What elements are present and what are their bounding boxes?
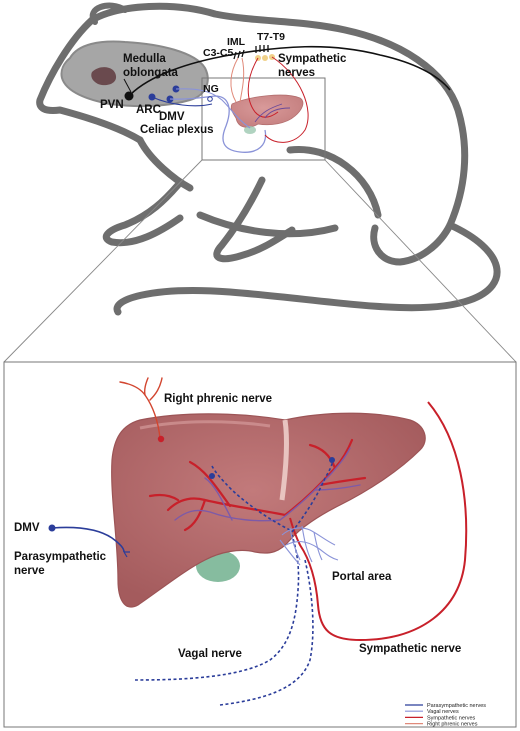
sympathetic-nerve-path [247,57,279,118]
mouse-chest [136,136,194,192]
sympathetic-ganglion [262,55,268,61]
mouse-body [36,2,469,266]
dmv-node [48,524,56,532]
parasympathetic-terminal [123,551,130,558]
sympathetic-nerve-path [264,56,309,143]
medulla-pointer [123,78,132,93]
zoom-projection [3,159,517,363]
vagal-nerve [134,459,334,706]
label-sympathetic-nerve: Sympathetic nerve [359,643,461,655]
mouse-illustration [36,2,501,316]
mouse-eye [91,67,117,86]
vagal-terminal [209,473,215,479]
mouse-tail [113,221,501,316]
bottom-labels: Right phrenic nerve DMV Parasympathetic … [14,393,461,660]
label-medulla-2: oblongata [123,67,179,79]
mouse-belly [196,211,339,238]
liver-highlight [139,420,271,430]
label-parasympathetic-1: Parasympathetic [14,551,107,563]
ng-node [207,96,213,102]
mouse-thigh [286,145,382,219]
label-vagal-nerve: Vagal nerve [178,648,242,660]
legend-label: Parasympathetic nerves [427,703,486,709]
spinal-cord [129,45,451,96]
small-liver [230,94,304,128]
falciform-ligament [279,419,289,501]
mouse-hind-leg [213,176,296,263]
label-iml: IML [227,36,246,48]
label-dmv-bottom: DMV [14,522,40,534]
zoom-box [201,77,326,161]
small-gallbladder [244,126,256,134]
label-pvn: PVN [100,99,124,111]
spinal-segments [233,45,269,60]
label-celiac-plexus: Celiac plexus [140,124,214,136]
label-sympathetic-2: nerves [278,67,315,79]
label-portal-area: Portal area [332,571,392,583]
vagal-nerve-path [175,88,251,129]
vagal-nerve-path [169,95,267,153]
label-ng: NG [203,83,219,95]
mouse-brain [60,40,209,108]
legend-label: Right phrenic nerves [427,722,478,728]
top-labels: Medulla oblongata PVN ARC DMV NG Celiac … [100,31,347,136]
small-liver-vessels [254,103,291,123]
phrenic-nerve-path [239,57,245,103]
phrenic-nerve-path [230,57,239,103]
parasympathetic-path [151,96,213,107]
label-parasympathetic-2: nerve [14,565,45,577]
mouse-ear [89,2,128,25]
label-arc: ARC [136,104,161,116]
parasympathetic-nerve [51,526,125,553]
pvn-nucleus [124,91,134,101]
vagal-terminal [329,457,335,463]
legend-label: Vagal nerves [427,709,459,715]
label-sympathetic-1: Sympathetic [278,53,347,65]
sympathetic-nerve [289,401,468,642]
right-phrenic-nerve [119,377,163,439]
label-c3-c5: C3-C5 [203,47,234,59]
label-right-phrenic-nerve: Right phrenic nerve [164,393,272,405]
label-medulla-1: Medulla [123,53,166,65]
label-t7-t9: T7-T9 [257,31,285,43]
portal-plexus [279,525,339,566]
legend-label: Sympathetic nerves [427,715,476,721]
label-dmv-top: DMV [159,111,185,123]
phrenic-terminal [157,435,165,443]
